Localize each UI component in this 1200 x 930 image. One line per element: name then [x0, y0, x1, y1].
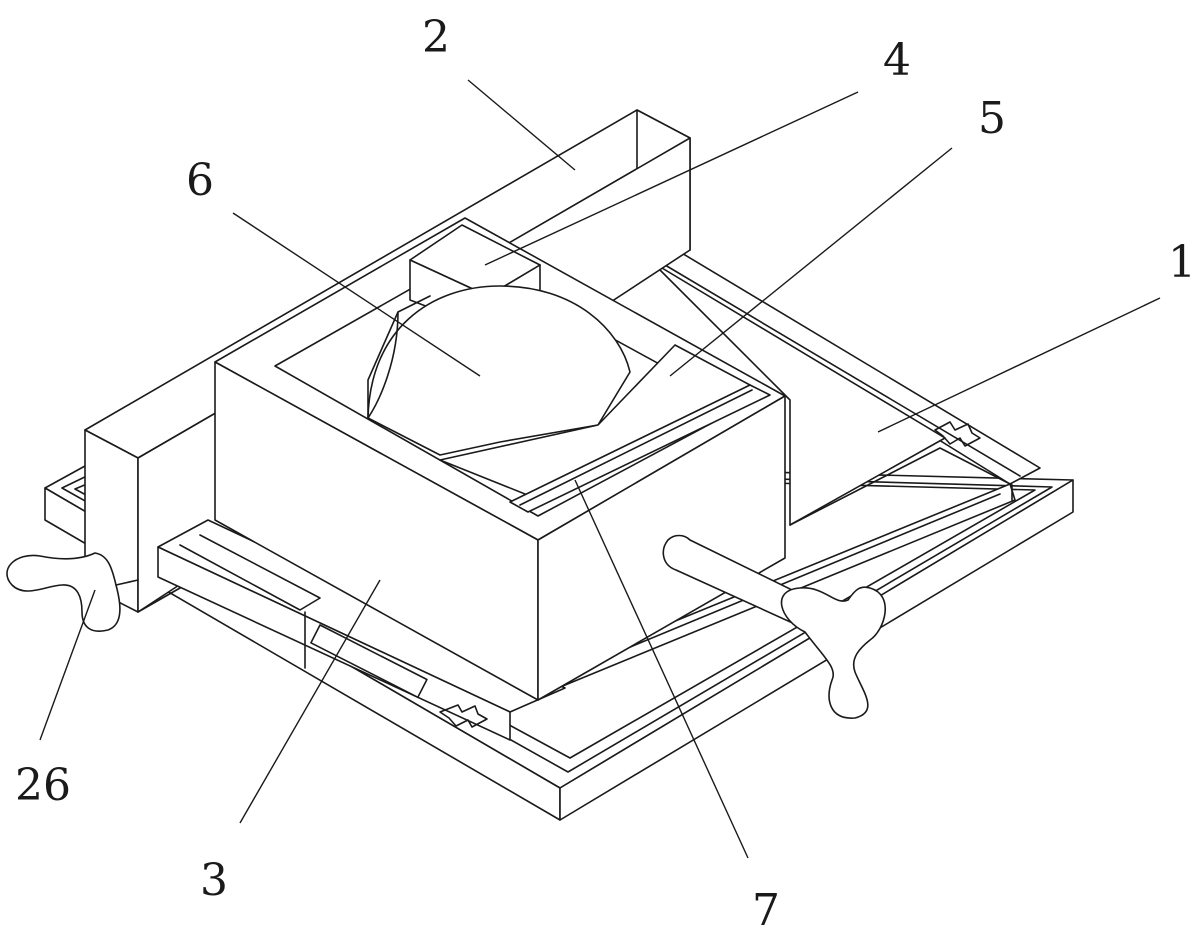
- label-2: 2: [422, 12, 450, 63]
- leader-lines: [39, 79, 1161, 859]
- label-5: 5: [978, 93, 1006, 144]
- guide-7: [519, 389, 753, 506]
- dome-6: [367, 285, 631, 456]
- label-4: 4: [883, 35, 911, 86]
- front-slide: [157, 519, 566, 741]
- label-6: 6: [186, 155, 214, 206]
- reference-numbers: 1 2 3 4 5 6 7 26: [15, 12, 1196, 930]
- upper-plate: [651, 261, 1013, 526]
- wing-knob-left: [6, 552, 139, 632]
- label-7: 7: [752, 885, 780, 930]
- wing-knob-right: [780, 586, 887, 719]
- label-3: 3: [200, 855, 228, 906]
- label-26: 26: [15, 760, 71, 811]
- label-1: 1: [1168, 237, 1196, 288]
